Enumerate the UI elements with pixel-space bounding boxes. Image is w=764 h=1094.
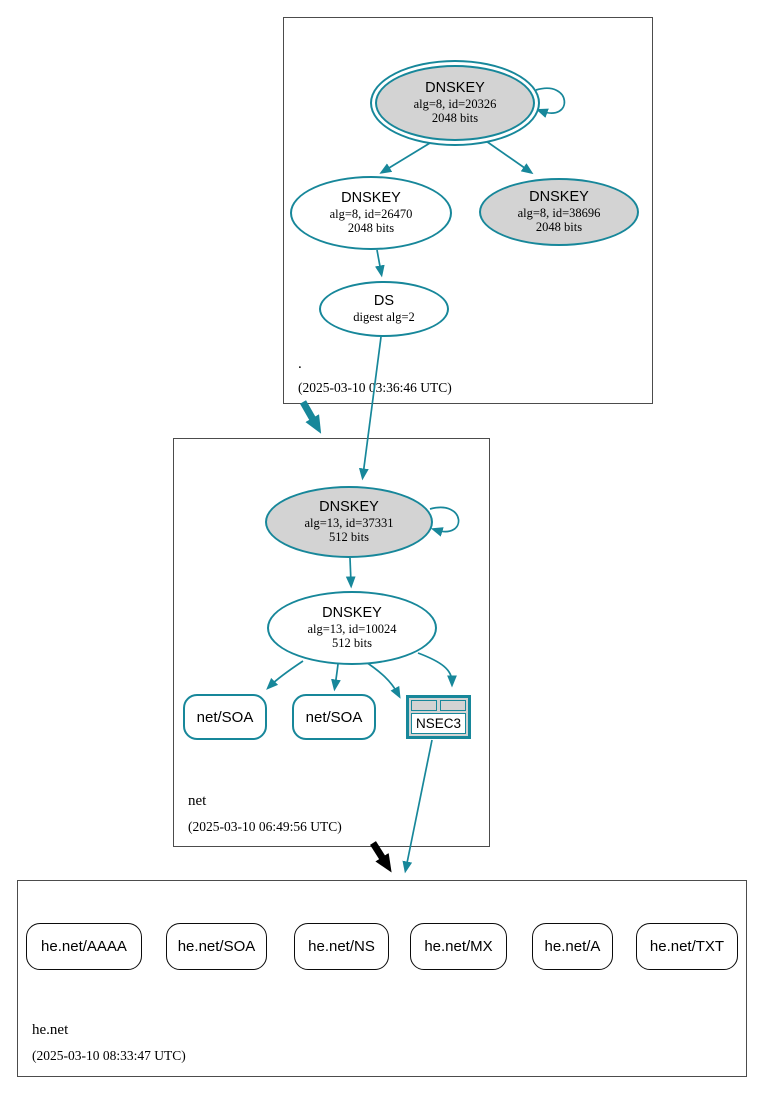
node-title: DNSKEY [425,79,485,96]
node-title: DNSKEY [319,498,379,515]
node-he-net-a: he.net/A [532,923,613,970]
node-detail: digest alg=2 [353,309,415,324]
node-he-net-soa: he.net/SOA [166,923,267,970]
node-net-soa-1: net/SOA [183,694,267,740]
node-he-net-mx: he.net/MX [410,923,507,970]
zone-label-root: . [298,356,302,372]
zone-box-net: net (2025-03-10 06:49:56 UTC) [173,438,490,847]
zone-label-net: net [188,793,207,809]
zone-timestamp-net: (2025-03-10 06:49:56 UTC) [188,819,342,834]
node-detail: 512 bits [332,636,372,651]
zone-timestamp-root: (2025-03-10 03:36:46 UTC) [298,380,452,395]
edge-root-to-net-delegation [299,400,322,434]
node-detail: alg=8, id=20326 [413,96,497,111]
node-he-net-ns: he.net/NS [294,923,389,970]
node-detail: alg=13, id=37331 [304,515,394,530]
node-root-dnskey-20326: DNSKEY alg=8, id=20326 2048 bits [375,65,535,141]
node-net-nsec3: NSEC3 [406,695,471,739]
nsec3-cell [440,700,466,711]
node-title: DNSKEY [322,604,382,621]
node-he-net-aaaa: he.net/AAAA [26,923,142,970]
node-title: DNSKEY [341,189,401,206]
node-root-ds: DS digest alg=2 [319,281,449,337]
node-detail: 2048 bits [347,221,395,236]
node-net-soa-2: net/SOA [292,694,376,740]
node-root-dnskey-38696: DNSKEY alg=8, id=38696 2048 bits [479,178,639,246]
node-detail: 512 bits [329,530,369,545]
zone-box-he-net: he.net (2025-03-10 08:33:47 UTC) [17,880,747,1077]
node-he-net-txt: he.net/TXT [636,923,738,970]
nsec3-header-row [411,700,466,711]
node-title: DNSKEY [529,188,589,205]
node-detail: alg=8, id=38696 [517,205,601,220]
nsec3-label: NSEC3 [411,713,466,734]
node-detail: alg=13, id=10024 [307,621,397,636]
node-detail: 2048 bits [535,220,583,235]
node-root-dnskey-26470: DNSKEY alg=8, id=26470 2048 bits [290,176,452,250]
node-net-dnskey-37331: DNSKEY alg=13, id=37331 512 bits [265,486,433,558]
nsec3-cell [411,700,437,711]
zone-label-he-net: he.net [32,1022,69,1038]
node-detail: 2048 bits [431,111,479,126]
node-detail: alg=8, id=26470 [329,206,413,221]
node-net-dnskey-10024: DNSKEY alg=13, id=10024 512 bits [267,591,437,665]
zone-timestamp-he-net: (2025-03-10 08:33:47 UTC) [32,1048,186,1063]
node-title: DS [373,293,395,310]
